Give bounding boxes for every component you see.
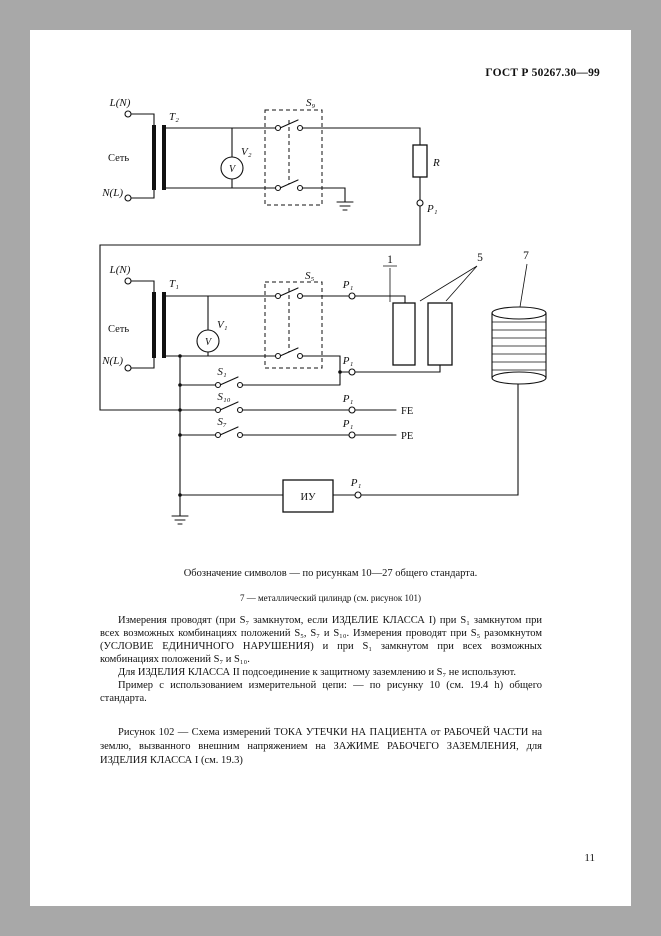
junction-dot bbox=[178, 383, 182, 387]
ground-symbol bbox=[171, 515, 189, 525]
transformer-primary-winding bbox=[152, 125, 156, 190]
document-page: ГОСТ Р 50267.30—99 L(N) bbox=[30, 30, 631, 906]
voltmeter-letter: V bbox=[229, 164, 237, 175]
cylinder-hatching bbox=[492, 321, 546, 371]
probe-p1-label: P₁ bbox=[342, 279, 354, 291]
fe-terminal-label: FE bbox=[401, 406, 413, 417]
terminal-nl-label: N(L) bbox=[101, 187, 123, 199]
switch-contact bbox=[296, 184, 304, 192]
body-text-block: Измерения проводят (при S₇ замкнутом, ес… bbox=[100, 614, 542, 705]
legend-item-7: 7 — металлический цилиндр (см. рисунок 1… bbox=[239, 593, 421, 603]
voltmeter-body bbox=[220, 156, 244, 180]
paragraph-example: Пример с использованием измерительной це… bbox=[100, 680, 542, 704]
voltmeter-letter: V bbox=[205, 337, 213, 348]
switch-contact bbox=[274, 352, 282, 360]
measuring-supply-circuit: L(N) N(L) Сеть T₂ V₂ V S₉ R P₁ bbox=[99, 97, 440, 411]
terminal-ln-label: L(N) bbox=[109, 264, 131, 276]
page-number: 11 bbox=[584, 852, 595, 864]
measuring-device-box bbox=[282, 479, 334, 513]
switch-blades bbox=[219, 287, 299, 436]
ground-symbol bbox=[336, 201, 354, 211]
transformer-secondary-winding bbox=[162, 125, 166, 190]
switch-contact bbox=[236, 406, 244, 414]
switch-contact bbox=[214, 381, 222, 389]
switch-s5-label: S₅ bbox=[305, 270, 315, 282]
voltmeter-label: V₂ bbox=[241, 146, 252, 158]
switch-contact bbox=[274, 124, 282, 132]
callout-1: 1 bbox=[387, 254, 393, 266]
probe-p1-label: P₁ bbox=[342, 418, 354, 430]
voltmeter-body bbox=[196, 329, 220, 353]
switch-s7-label: S₇ bbox=[217, 416, 227, 428]
wires-path bbox=[130, 280, 519, 517]
probe-p1-label: P₁ bbox=[426, 203, 438, 215]
cylinder-sides bbox=[491, 312, 547, 379]
probe-terminal-p1 bbox=[348, 431, 356, 439]
switch-s9-label: S₉ bbox=[306, 97, 316, 109]
switch-s1-label: S₁ bbox=[217, 366, 227, 378]
switch-contact bbox=[236, 381, 244, 389]
transformer-label: T₁ bbox=[169, 278, 179, 290]
junction-dot bbox=[178, 493, 182, 497]
terminal-nl bbox=[124, 364, 132, 372]
applied-part-plate-left bbox=[392, 302, 416, 366]
transformer-label: T₂ bbox=[169, 111, 179, 123]
resistor-body bbox=[412, 144, 428, 178]
paragraph-class2: Для ИЗДЕЛИЯ КЛАССА II подсоединение к за… bbox=[118, 667, 517, 678]
probe-terminal-p1 bbox=[416, 199, 424, 207]
switch-enclosure-dashed-box bbox=[264, 281, 323, 369]
terminal-nl bbox=[124, 194, 132, 202]
circuit-diagram: L(N) N(L) Сеть T₂ V₂ V S₉ R P₁ bbox=[99, 97, 547, 525]
main-measurement-circuit: L(N) N(L) Сеть T₁ V₁ V S₅ S₁ S₁₀ S₇ P₁ P… bbox=[101, 250, 547, 525]
junction-dot bbox=[178, 433, 182, 437]
metal-cylinder bbox=[491, 306, 547, 385]
pe-terminal-label: PE bbox=[401, 431, 413, 442]
callout-5: 5 bbox=[477, 252, 483, 264]
transformer-primary-winding bbox=[152, 292, 156, 358]
junction-dot bbox=[178, 354, 182, 358]
wires-path bbox=[99, 113, 421, 411]
resistor-label: R bbox=[432, 157, 440, 169]
switch-s10-label: S₁₀ bbox=[217, 391, 230, 403]
terminal-ln bbox=[124, 110, 132, 118]
mains-label: Сеть bbox=[108, 153, 129, 164]
switch-contact bbox=[236, 431, 244, 439]
standard-number: ГОСТ Р 50267.30—99 bbox=[485, 67, 600, 79]
probe-terminal-p1 bbox=[354, 491, 362, 499]
switch-contact bbox=[274, 184, 282, 192]
switch-contact bbox=[274, 292, 282, 300]
terminal-ln bbox=[124, 277, 132, 285]
cylinder-bottom bbox=[491, 371, 547, 385]
probe-p1-label: P₁ bbox=[342, 355, 354, 367]
callout-7: 7 bbox=[523, 250, 529, 262]
figure-caption: Рисунок 102 — Схема измерений ТОКА УТЕЧК… bbox=[100, 727, 542, 766]
voltmeter-label: V₁ bbox=[217, 319, 228, 331]
junction-dot bbox=[178, 408, 182, 412]
symbols-note: Обозначение символов — по рисункам 10—27… bbox=[183, 568, 478, 579]
terminal-ln-label: L(N) bbox=[109, 97, 131, 109]
cylinder-top bbox=[491, 306, 547, 320]
paragraph-measurements: Измерения проводят (при S₇ замкнутом, ес… bbox=[100, 615, 542, 665]
switch-contact bbox=[296, 292, 304, 300]
applied-part-plate-right bbox=[427, 302, 453, 366]
probe-terminal-p1 bbox=[348, 368, 356, 376]
terminal-nl-label: N(L) bbox=[101, 355, 123, 367]
probe-terminal-p1 bbox=[348, 292, 356, 300]
transformer-secondary-winding bbox=[162, 292, 166, 358]
measuring-device-label: ИУ bbox=[300, 492, 316, 503]
probe-p1-label: P₁ bbox=[342, 393, 354, 405]
callout-leader-lines bbox=[383, 263, 528, 308]
probe-p1-label: P₁ bbox=[350, 477, 362, 489]
switch-contact bbox=[214, 406, 222, 414]
switch-enclosure-dashed-box bbox=[264, 109, 323, 206]
junction-dot bbox=[338, 370, 342, 374]
switch-contact bbox=[296, 352, 304, 360]
mains-label: Сеть bbox=[108, 324, 129, 335]
switch-contact bbox=[296, 124, 304, 132]
probe-terminal-p1 bbox=[348, 406, 356, 414]
switch-contact bbox=[214, 431, 222, 439]
